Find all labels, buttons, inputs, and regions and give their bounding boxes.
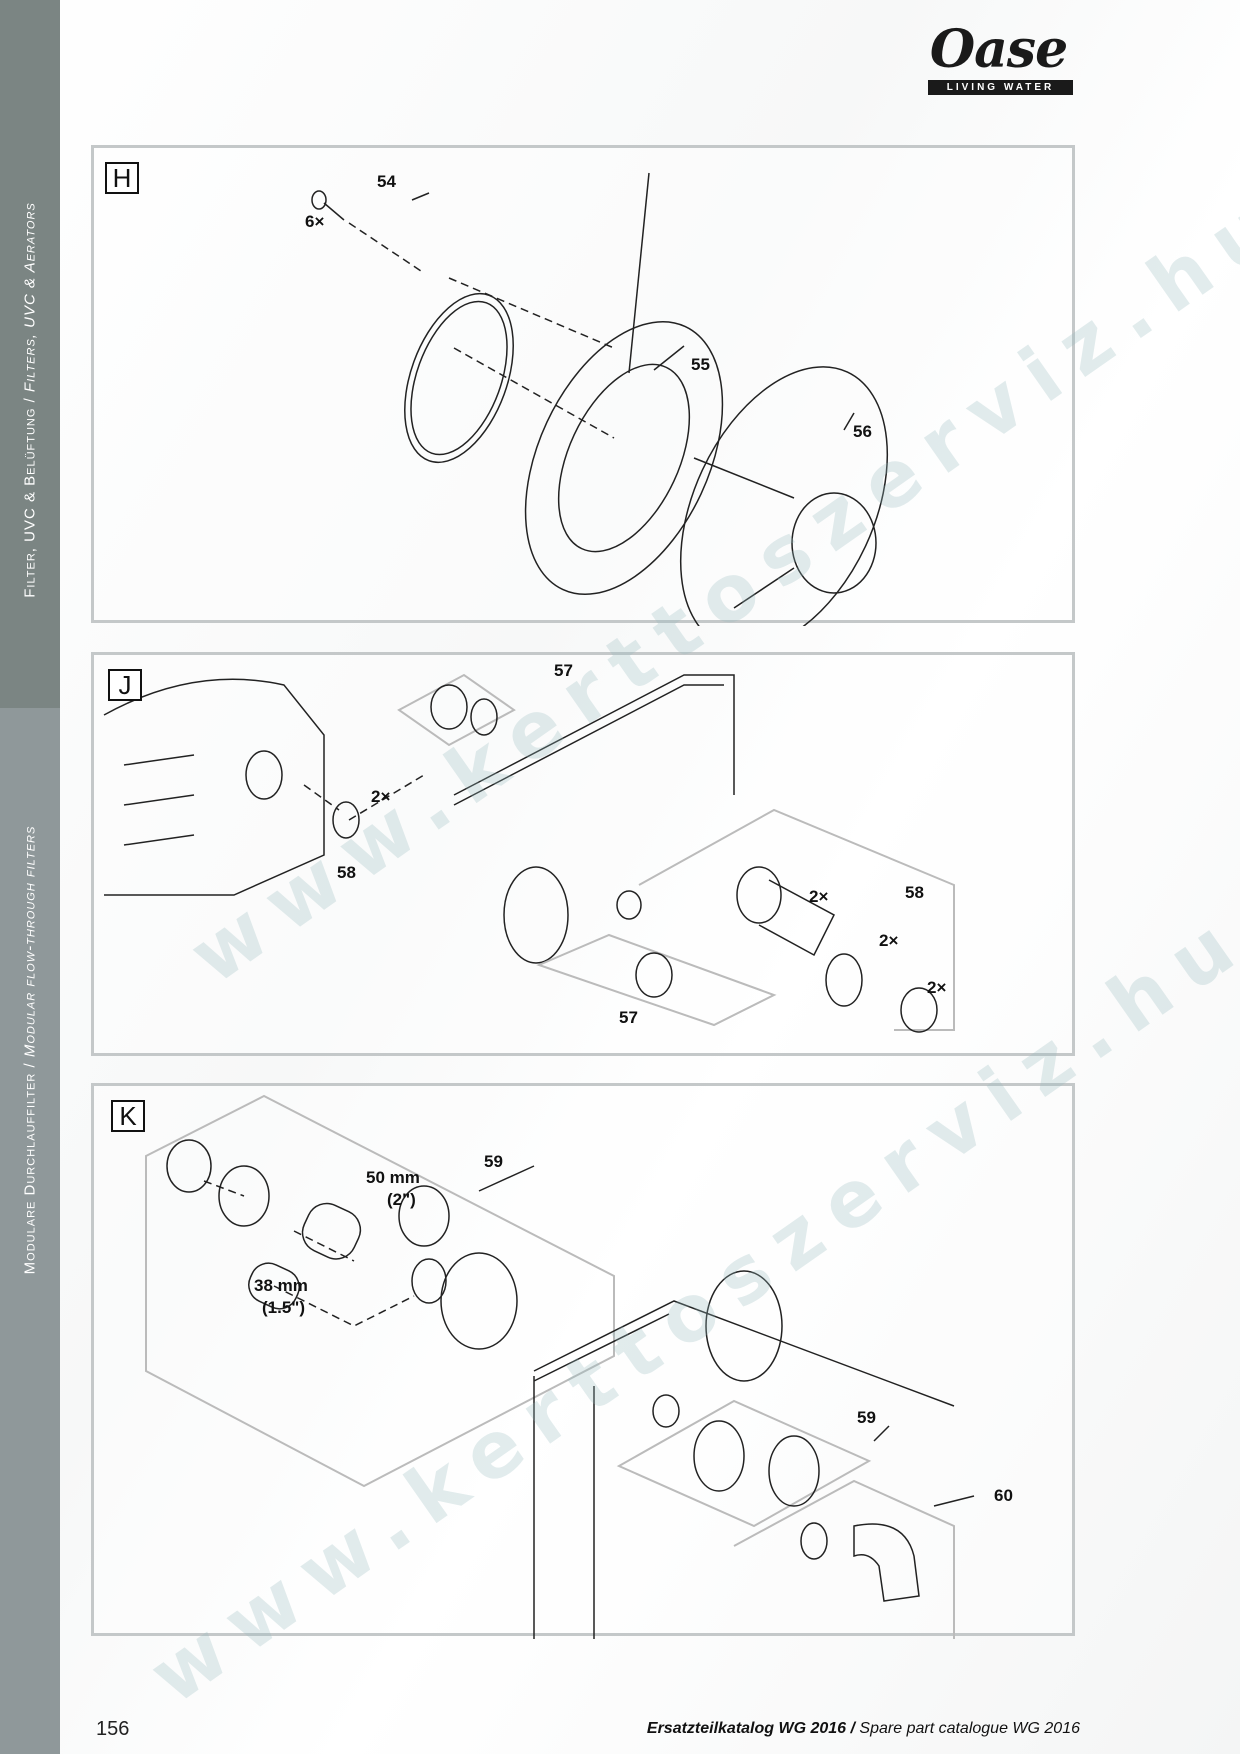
kit-outline <box>638 808 955 1031</box>
screw-icon <box>311 190 345 221</box>
page-number: 156 <box>96 1718 130 1740</box>
catalogue-title: Ersatzteilkatalog WG 2016 / Spare part c… <box>647 1720 1080 1738</box>
part-number: 58 <box>337 863 356 882</box>
logo-word: Oase <box>929 19 1068 80</box>
part-number: 58 <box>905 883 924 902</box>
cable-line <box>628 172 650 374</box>
tank-outlet-icon <box>245 750 283 800</box>
part-number: 60 <box>994 1486 1013 1505</box>
tank-edge-icon <box>453 674 735 806</box>
sidebar-section-title-top: Filter, UVC & Belüftung / Filters, UVC &… <box>22 202 39 597</box>
part-quantity: 6× <box>305 212 325 231</box>
flange-icon <box>440 1252 518 1350</box>
title-separator: / <box>846 1720 860 1737</box>
seal-ring-icon <box>411 1258 447 1304</box>
flange-ring-icon <box>524 321 724 595</box>
kit-outline <box>616 1399 872 1528</box>
part-quantity: 2× <box>927 978 947 997</box>
oase-logo: Oase LIVING WATER <box>916 22 1081 95</box>
section-title-de: Filter, UVC & Belüftung / <box>21 392 39 598</box>
part-number: 57 <box>619 1008 638 1027</box>
diagram-panel-h: H 54 6× 55 56 <box>91 145 1075 626</box>
seal-ring-icon <box>332 801 360 839</box>
size-label: 38 mm <box>254 1276 308 1295</box>
kit-outline <box>145 1094 615 1488</box>
exploded-view-k <box>145 1094 975 1639</box>
catalogue-title-de: Ersatzteilkatalog WG 2016 <box>646 1720 847 1737</box>
catalogue-title-en: Spare part catalogue WG 2016 <box>859 1720 1080 1737</box>
hose-tail-38-icon <box>248 1262 300 1310</box>
part-number: 55 <box>691 355 710 374</box>
hose-tail-50-icon <box>301 1202 362 1260</box>
size-label: (2") <box>387 1190 416 1209</box>
part-number: 57 <box>554 661 573 680</box>
assembly-guide-line <box>348 222 615 439</box>
tank-edge-icon <box>533 1300 955 1639</box>
hose-clamp-icon <box>166 1139 212 1193</box>
diagram-panel-j: J 57 2× 58 2× 58 2× 2× 57 <box>91 652 1075 1056</box>
seal-ring-icon <box>705 1270 783 1382</box>
part-quantity: 2× <box>809 887 829 906</box>
part-number: 59 <box>857 1408 876 1427</box>
exploded-view-j <box>103 673 955 1033</box>
inlet-cover-icon <box>679 366 889 626</box>
section-title-de: Modulare Durchlauffilter / <box>21 1057 39 1275</box>
section-title-en: Modular flow-through filters <box>21 825 39 1058</box>
size-label: (1.5") <box>262 1298 306 1317</box>
panel-label-j: J <box>108 669 142 701</box>
union-nut-icon <box>218 1165 270 1227</box>
part-number: 56 <box>853 422 872 441</box>
part-quantity: 2× <box>371 787 391 806</box>
seal-ring-icon <box>503 866 569 964</box>
seal-ring-icon <box>404 292 514 464</box>
sidebar-section <box>0 708 60 1754</box>
part-quantity: 2× <box>879 931 899 950</box>
sidebar-section-title-bottom: Modulare Durchlauffilter / Modular flow-… <box>22 826 39 1275</box>
part-number: 54 <box>377 172 396 191</box>
kit-outline <box>733 1479 955 1639</box>
size-label: 50 mm <box>366 1168 420 1187</box>
elbow-fitting-icon <box>853 1523 920 1602</box>
kit-outline <box>536 933 777 1027</box>
diagram-panel-k: K 59 50 mm (2") 38 mm (1.5") 59 60 <box>91 1083 1075 1639</box>
sidebar-section-active <box>0 0 60 708</box>
panel-label-k: K <box>111 1100 145 1132</box>
part-number: 59 <box>484 1152 503 1171</box>
logo-tagline: LIVING WATER <box>928 80 1073 95</box>
section-title-en: Filters, UVC & Aerators <box>21 202 39 393</box>
exploded-view-h <box>311 172 889 626</box>
panel-label-h: H <box>105 162 139 194</box>
union-nut-icon <box>398 1185 450 1247</box>
